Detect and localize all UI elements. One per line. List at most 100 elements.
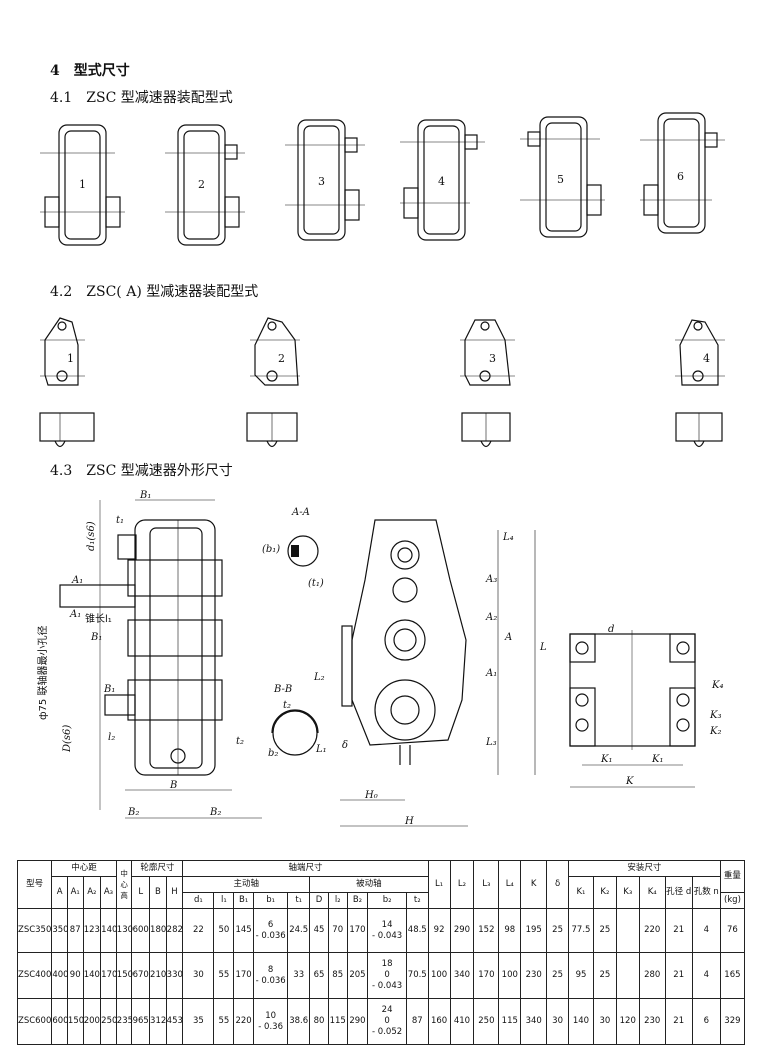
cell: 21 [664,908,693,953]
th-contour: 轮廓尺寸 [131,860,184,877]
th-K4: K₄ [638,876,666,909]
table-row: ZSC350 350 87 123 140 130 600 180 282 22… [16,908,746,953]
th-L: L [131,876,151,909]
cell: 152 [473,908,500,953]
assembly-41-fig-1: 1 [40,124,125,246]
cell-b1-tolerance: - 0.36 [258,1021,283,1032]
cell: 50 [213,908,235,953]
dim-delta: δ [342,740,348,751]
cell: 965 [131,998,151,1045]
cell: 85 [327,952,348,999]
cell: 6 [691,998,721,1045]
dim-B2-right: B₂ [209,807,221,818]
th-d1: d₁ [182,892,215,909]
cell: 30 [592,998,617,1045]
cell: 22 [182,908,215,953]
cell-b2-tolerance: - 0.043 [372,981,403,991]
dim-H: H [404,816,414,827]
cell: 180 [149,908,167,953]
cell: 115 [327,998,348,1045]
th-l2: l₂ [327,892,348,909]
th-B1: B₁ [233,892,254,909]
cell: 280 [638,952,666,999]
assembly-42-label: 4 [703,352,710,365]
th-weight: 重量 [719,860,746,893]
cell: 282 [165,908,184,953]
cell-model: ZSC350 [16,908,53,953]
dim-K3: K₃ [709,710,721,721]
th-K: K [520,860,548,909]
cell: 70 [327,908,348,953]
dim-L3: L₃ [485,737,497,748]
th-shaft: 轴端尺寸 [182,860,429,877]
cell: 600 [51,998,69,1045]
dim-B1-c: B₁ [103,684,115,695]
th-A3: A₃ [100,876,117,909]
dim-B1: B₁ [139,490,151,501]
cell: 25 [592,952,617,999]
cell-b1-nominal: 6 [267,919,274,930]
cell: 330 [165,952,184,999]
th-t1: t₁ [287,892,311,909]
th-L3: L₃ [473,860,500,909]
th-center-distance: 中心距 [51,860,117,877]
th-D: D [309,892,329,909]
dim-A3: A₃ [485,574,497,585]
assembly-42-label: 3 [489,352,496,365]
cell: 670 [131,952,151,999]
subsection-heading-4-1: 4.1 ZSC 型减速器装配型式 [50,90,233,106]
dim-B1-b: B₁ [90,632,102,643]
cell: 70.5 [405,952,429,999]
cell: 98 [498,908,522,953]
assembly-42-label: 1 [67,352,74,365]
th-H: H [165,876,184,909]
dim-L: L [539,642,547,653]
dim-B2-left: B₂ [127,807,139,818]
cell: 230 [638,998,666,1045]
cell: 123 [82,908,102,953]
cell: 140 [100,908,117,953]
assembly-42-label: 2 [278,352,285,365]
cell: 200 [82,998,102,1045]
cell: 90 [66,952,84,999]
th-mount: 安装尺寸 [568,860,721,877]
assembly-41-figures: 1 2 3 4 5 6 [40,112,725,246]
th-K3: K₃ [615,876,640,909]
cell: 30 [182,952,215,999]
dim-K: K [625,776,634,787]
dim-K1-left: K₁ [600,754,612,765]
cell: 195 [520,908,548,953]
assembly-41-fig-2: 2 [165,124,245,246]
cell: 76 [719,908,746,953]
cell: 140 [82,952,102,999]
cell: 250 [100,998,117,1045]
cell: 6- 0.036 [252,908,289,953]
cell: 55 [213,998,235,1045]
assembly-41-fig-4: 4 [400,119,485,241]
dim-L2: L₂ [313,672,325,683]
cell: 8- 0.036 [252,952,289,999]
assembly-41-fig-6: 6 [640,112,725,234]
cell: 24.5 [287,908,311,953]
cell: 30 [546,998,569,1045]
cell: 80 [309,998,329,1045]
dim-taper-length: 锥长l₁ [85,613,112,625]
dim-L1: L₁ [315,744,327,755]
th-model: 型号 [16,860,53,909]
dim-t2-section: t₂ [283,700,291,711]
dim-A1-b: A₁ [69,609,81,620]
assembly-41-label: 3 [318,175,325,188]
th-b1: b₁ [252,892,289,909]
cell: 100 [498,952,522,999]
cell: 400 [51,952,69,999]
dim-A: A [504,632,512,643]
cell: 130 [115,908,133,953]
table-row: ZSC600 600 150 200 250 235 965 312 453 3… [16,998,746,1045]
dim-d1: d₁(s6) [86,521,97,551]
th-L2: L₂ [449,860,475,909]
dim-A2: A₂ [485,612,497,623]
cell: 140 [568,998,594,1045]
dim-D: D(s6) [62,725,73,753]
